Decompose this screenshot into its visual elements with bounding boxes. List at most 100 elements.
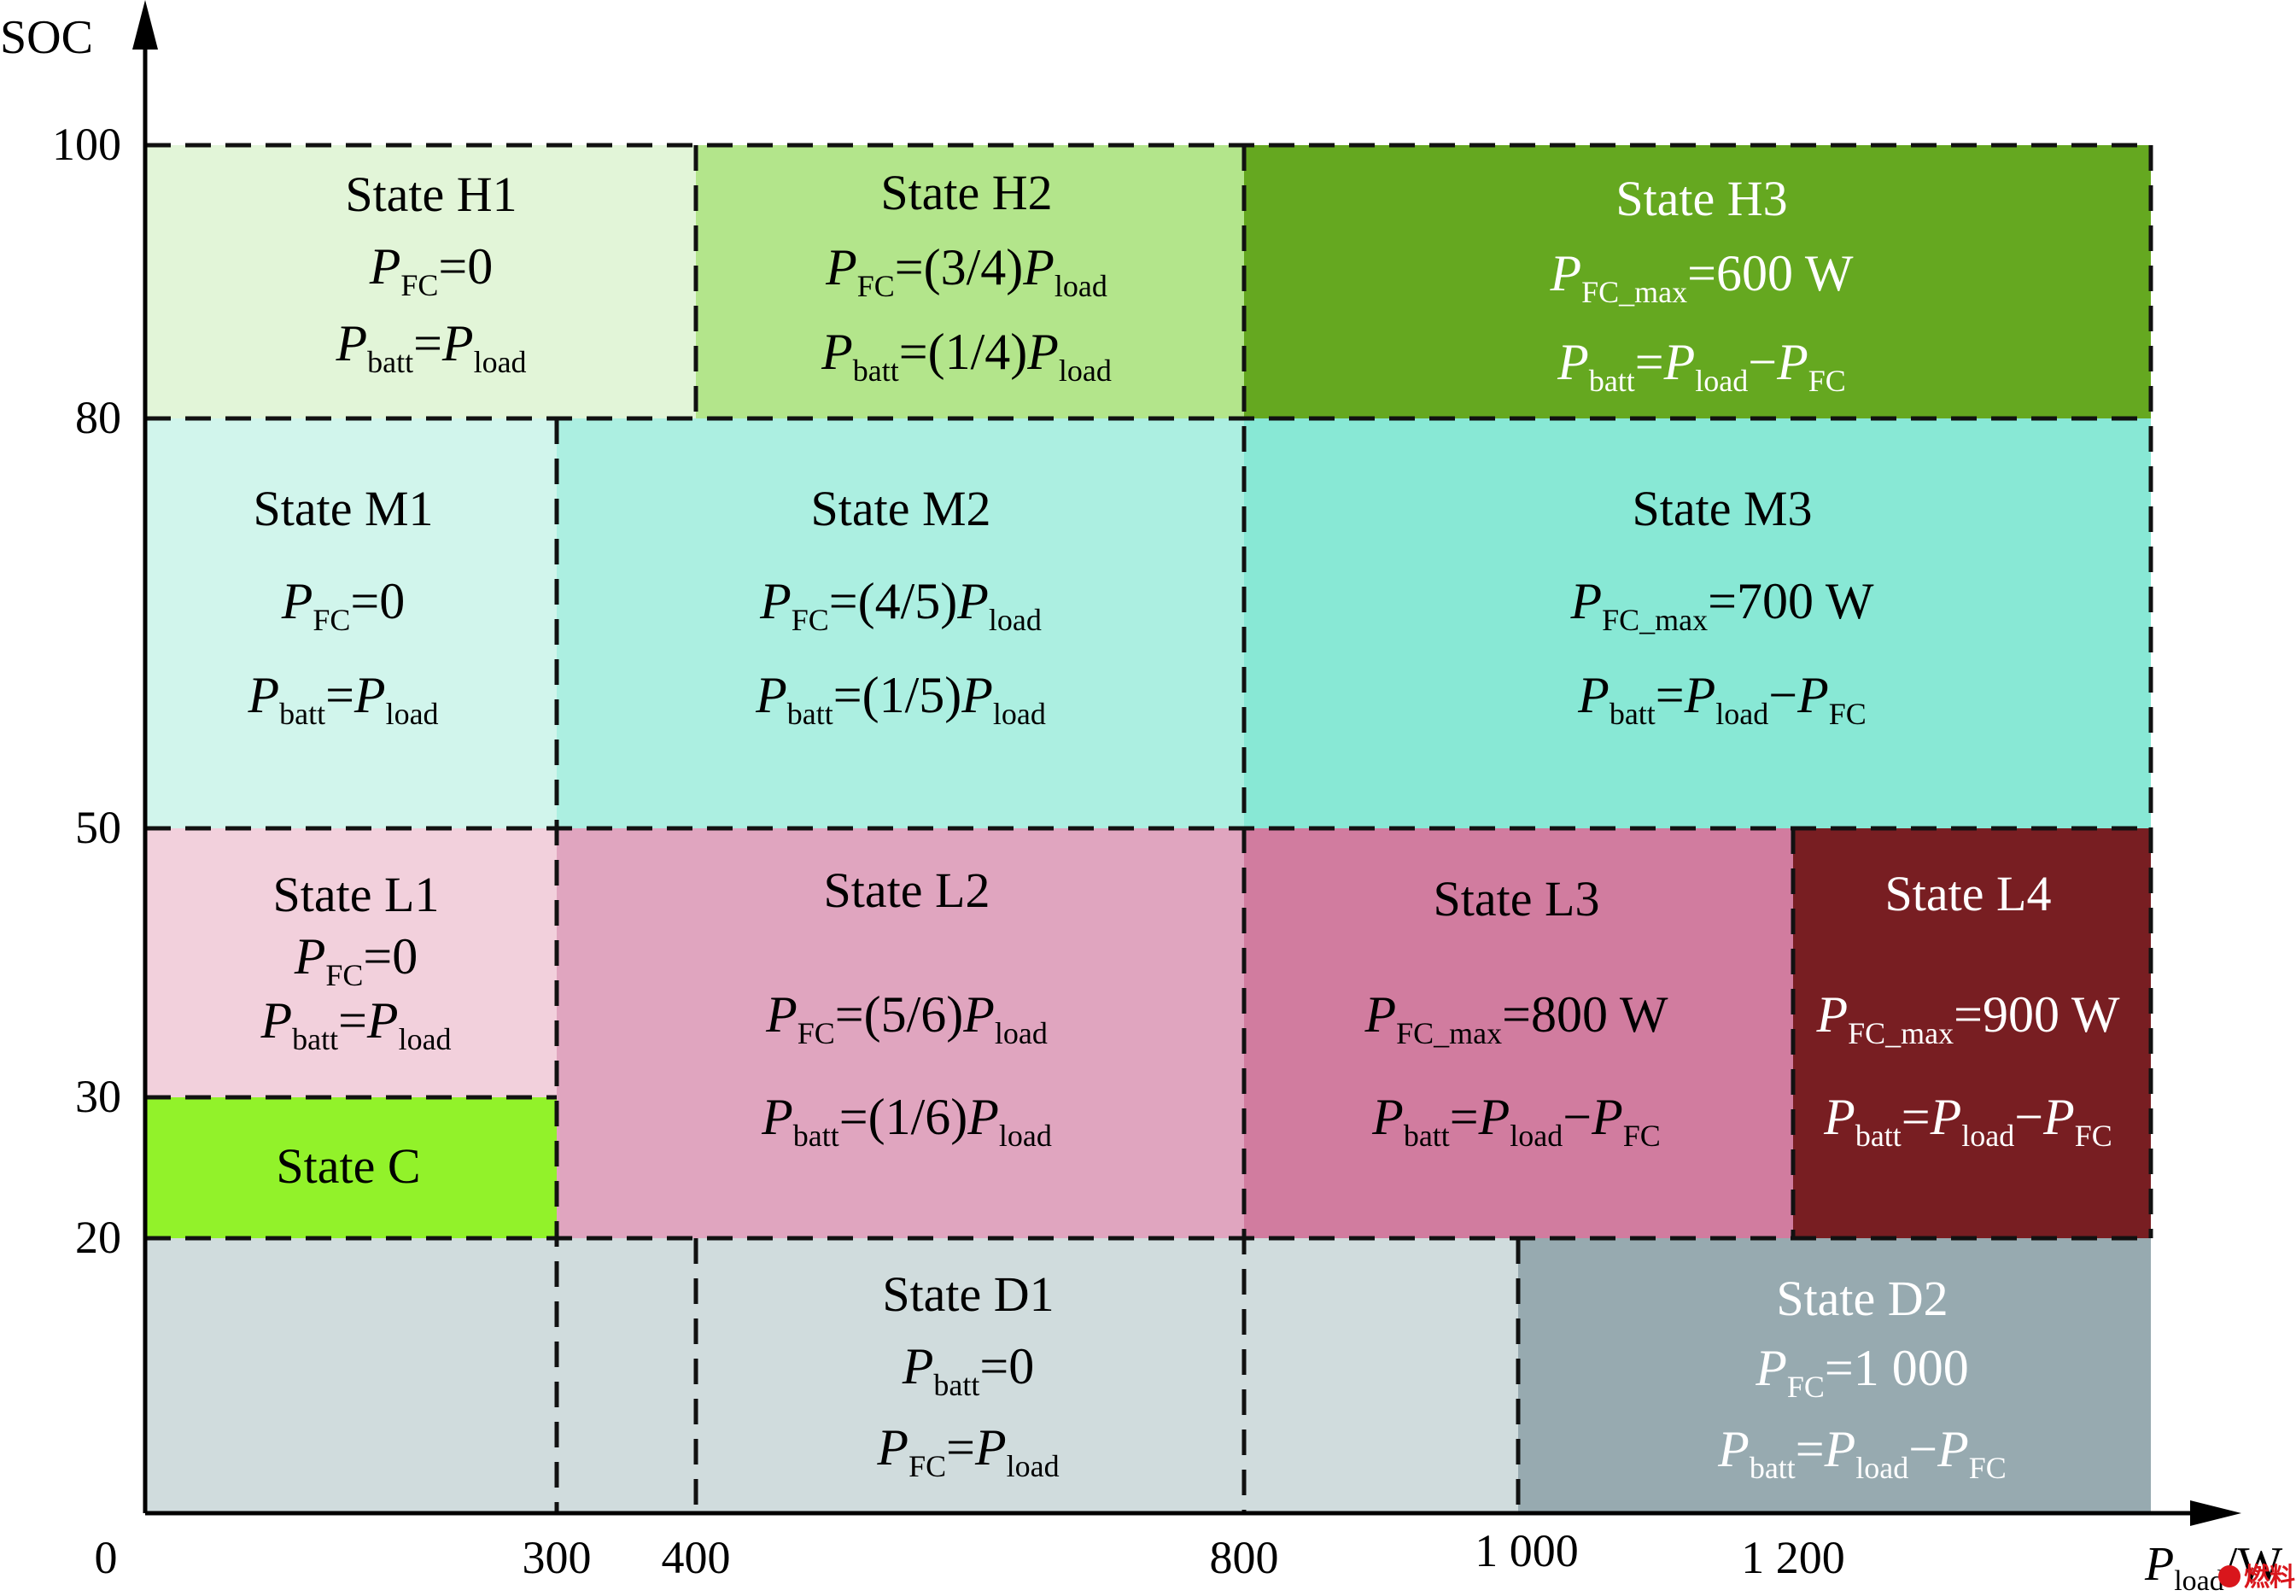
formula-subscript: load xyxy=(1007,1449,1060,1483)
formula-subscript: FC xyxy=(797,1016,835,1050)
formula-subscript: batt xyxy=(1750,1451,1796,1485)
state-title: State L3 xyxy=(1434,871,1600,927)
formula-var: P xyxy=(1824,1421,1856,1477)
x-tick-300: 300 xyxy=(523,1532,592,1583)
formula-var: P xyxy=(1557,334,1589,390)
formula-part: = xyxy=(325,667,354,723)
y-axis-arrow xyxy=(132,0,158,50)
state-label-m3: State M3 PFC_max=700 W Pbatt=Pload−PFC xyxy=(1569,481,1873,731)
region-l3 xyxy=(1244,828,1793,1238)
formula-subscript: batt xyxy=(1610,697,1656,731)
formula-subscript: batt xyxy=(1404,1119,1450,1153)
state-title: State L4 xyxy=(1885,866,2052,921)
formula-var: P xyxy=(1930,1089,1962,1145)
state-formula: PFC_max=700 W xyxy=(1569,573,1873,637)
formula-part: =(5/6) xyxy=(835,986,963,1043)
y-tick-80: 80 xyxy=(75,392,121,443)
state-formula: Pbatt=Pload xyxy=(260,992,451,1056)
formula-subscript: load xyxy=(386,697,439,731)
formula-part: =900 W xyxy=(1954,986,2120,1043)
formula-subscript: FC xyxy=(1623,1119,1661,1153)
state-title: State D2 xyxy=(1776,1271,1948,1326)
state-formula: PFC=(5/6)Pload xyxy=(765,986,1048,1050)
formula-subscript: load xyxy=(1055,269,1107,303)
y-tick-30: 30 xyxy=(75,1071,121,1122)
formula-subscript: load xyxy=(1059,354,1112,388)
state-label-c: State C xyxy=(276,1138,420,1194)
formula-var: P xyxy=(1022,239,1055,295)
formula-subscript: batt xyxy=(793,1119,839,1153)
formula-part: =0 xyxy=(979,1338,1034,1394)
formula-subscript: load xyxy=(999,1119,1052,1153)
formula-part: = xyxy=(1796,1421,1825,1477)
region-l4 xyxy=(1793,828,2151,1238)
region-h2 xyxy=(696,145,1244,418)
state-formula: Pbatt=Pload xyxy=(335,315,526,379)
formula-subscript: batt xyxy=(933,1368,979,1402)
state-formula: PFC=(4/5)Pload xyxy=(759,573,1042,637)
formula-subscript: batt xyxy=(853,354,899,388)
formula-part: =(4/5) xyxy=(829,573,957,629)
formula-part: − xyxy=(1748,334,1777,390)
formula-var: P xyxy=(825,239,857,295)
formula-var: P xyxy=(876,1419,908,1476)
formula-part: − xyxy=(1908,1421,1937,1477)
formula-subscript: batt xyxy=(367,345,413,379)
formula-var: P xyxy=(366,992,399,1049)
region-m2 xyxy=(557,418,1244,828)
formula-part: =600 W xyxy=(1687,245,1854,301)
formula-var: P xyxy=(1815,986,1848,1043)
state-regions xyxy=(145,145,2151,1513)
formula-var: P xyxy=(902,1338,934,1394)
state-formula: PFC=(3/4)Pload xyxy=(825,239,1107,303)
watermark-text: 燃料电池 xyxy=(2244,1563,2296,1593)
formula-var: P xyxy=(961,667,993,723)
formula-subscript: FC xyxy=(908,1449,946,1483)
y-axis-title: SOC xyxy=(0,11,93,64)
formula-subscript: FC xyxy=(1808,364,1846,398)
state-label-h3: State H3 P FC_max=600 W Pbatt=Pload−PFC xyxy=(1549,171,1853,398)
formula-subscript: batt xyxy=(1855,1119,1902,1153)
formula-subscript: load xyxy=(1855,1451,1908,1485)
region-l1 xyxy=(145,828,557,1097)
formula-subscript: FC_max xyxy=(1396,1016,1502,1050)
state-title: State H3 xyxy=(1615,171,1787,226)
formula-subscript: load xyxy=(399,1022,452,1056)
formula-part: − xyxy=(1768,667,1797,723)
state-formula: Pbatt=0 xyxy=(902,1338,1034,1402)
formula-var: P xyxy=(335,315,367,371)
formula-part: = xyxy=(1450,1089,1479,1145)
formula-part: − xyxy=(1563,1089,1592,1145)
state-title: State M3 xyxy=(1632,481,1812,536)
formula-subscript: batt xyxy=(279,697,325,731)
region-l2 xyxy=(557,828,1244,1238)
formula-var: P xyxy=(441,315,474,371)
formula-subscript: batt xyxy=(1589,364,1635,398)
state-title: State L2 xyxy=(824,862,990,918)
formula-subscript: batt xyxy=(787,697,833,731)
formula-var: P xyxy=(962,986,995,1043)
state-formula: Pbatt=Pload−PFC xyxy=(1577,667,1867,731)
formula-var: P xyxy=(1776,334,1808,390)
state-formula: PFC=1 000 xyxy=(1755,1340,1969,1404)
state-formula: PFC=Pload xyxy=(876,1419,1059,1483)
formula-part: =0 xyxy=(363,928,418,985)
formula-var: P xyxy=(1371,1089,1404,1145)
formula-subscript: load xyxy=(989,603,1042,637)
state-title: State M1 xyxy=(253,481,433,536)
formula-var: P xyxy=(1663,334,1696,390)
formula-var: P xyxy=(967,1089,999,1145)
x-tick-1000: 1 000 xyxy=(1475,1525,1579,1576)
formula-part: =(1/5) xyxy=(833,667,961,723)
region-h3 xyxy=(1244,145,2151,418)
formula-subscript: load xyxy=(474,345,527,379)
state-formula: Pbatt=(1/4)Pload xyxy=(821,324,1112,388)
state-formula: Pbatt=Pload−PFC xyxy=(1557,334,1846,398)
formula-var: P xyxy=(1478,1089,1510,1145)
formula-subscript: FC_max xyxy=(1581,275,1687,309)
formula-var: P xyxy=(1026,324,1059,380)
formula-var: P xyxy=(294,928,326,985)
region-d2 xyxy=(1518,1238,2151,1513)
